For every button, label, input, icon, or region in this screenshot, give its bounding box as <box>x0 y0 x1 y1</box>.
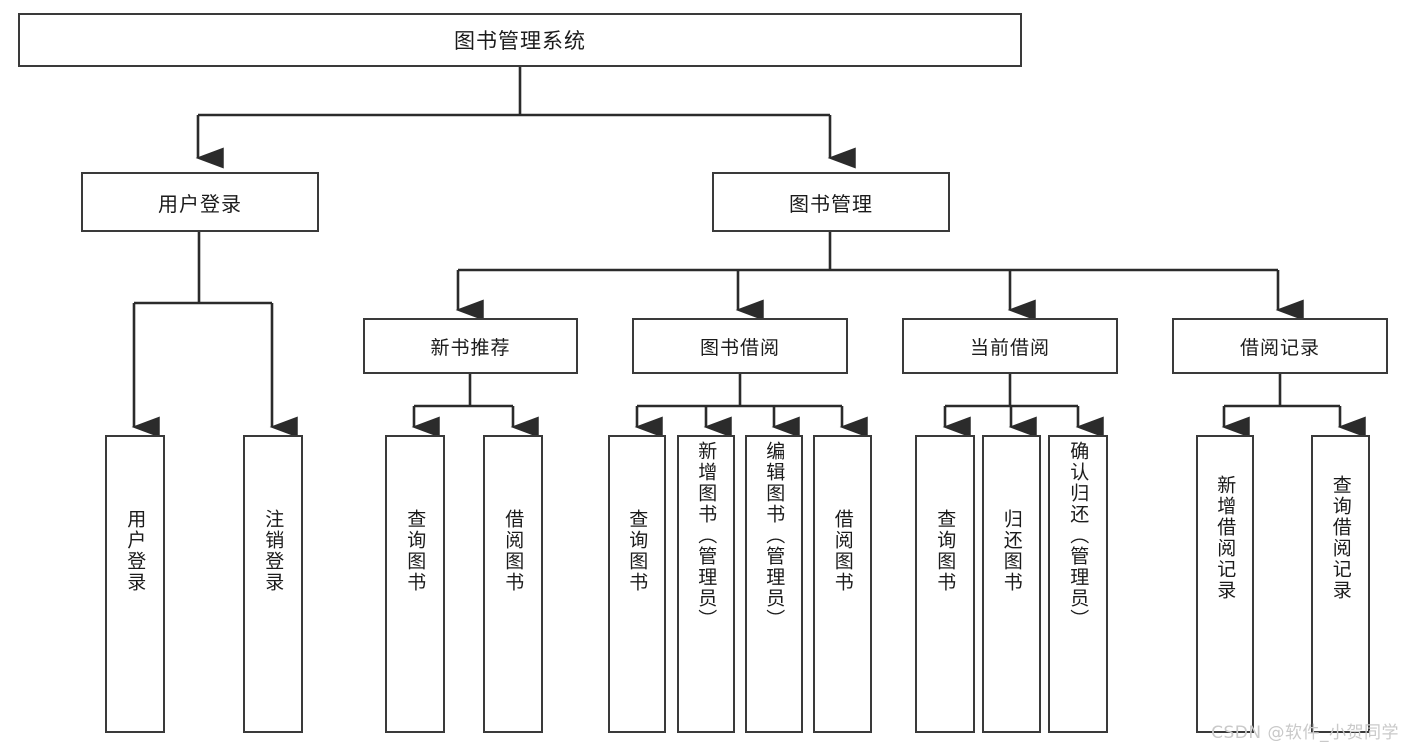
node-label: 借阅图书 <box>831 509 854 593</box>
node-label: 借阅记录 <box>1239 336 1320 359</box>
node-book-borrow[interactable]: 图书借阅 <box>632 318 848 374</box>
leaf-borrow-book[interactable]: 借阅图书 <box>813 435 872 733</box>
leaf-query-book-recommend[interactable]: 查询图书 <box>385 435 445 733</box>
node-label: 注销登录 <box>262 509 285 593</box>
node-label: 新增借阅记录 <box>1214 475 1237 601</box>
node-label: 查询图书 <box>626 509 649 593</box>
leaf-add-book-admin[interactable]: 新增图书（管理员） <box>677 435 735 733</box>
node-user-login[interactable]: 用户登录 <box>81 172 319 232</box>
node-label: 图书管理 <box>789 191 873 216</box>
node-label: 确认归还（管理员） <box>1067 441 1090 630</box>
leaf-borrow-book-recommend[interactable]: 借阅图书 <box>483 435 543 733</box>
node-label: 查询借阅记录 <box>1329 475 1352 601</box>
node-borrow-record[interactable]: 借阅记录 <box>1172 318 1388 374</box>
node-label: 查询图书 <box>934 509 957 593</box>
node-label: 查询图书 <box>404 509 427 593</box>
leaf-user-logout[interactable]: 注销登录 <box>243 435 303 733</box>
leaf-query-borrow-record[interactable]: 查询借阅记录 <box>1311 435 1370 733</box>
node-label: 当前借阅 <box>969 336 1050 359</box>
node-label: 归还图书 <box>1000 509 1023 593</box>
node-current-borrow[interactable]: 当前借阅 <box>902 318 1118 374</box>
leaf-query-book-borrow[interactable]: 查询图书 <box>608 435 666 733</box>
node-label: 用户登录 <box>124 509 147 593</box>
leaf-query-book-current[interactable]: 查询图书 <box>915 435 975 733</box>
node-label: 图书管理系统 <box>454 29 586 53</box>
node-label: 图书借阅 <box>699 336 780 359</box>
node-label: 新书推荐 <box>430 336 511 359</box>
leaf-confirm-return-admin[interactable]: 确认归还（管理员） <box>1048 435 1108 733</box>
leaf-edit-book-admin[interactable]: 编辑图书（管理员） <box>745 435 803 733</box>
node-label: 用户登录 <box>158 191 242 216</box>
leaf-return-book[interactable]: 归还图书 <box>982 435 1041 733</box>
node-label: 新增图书（管理员） <box>695 441 718 630</box>
leaf-add-borrow-record[interactable]: 新增借阅记录 <box>1196 435 1254 733</box>
node-root-book-management-system[interactable]: 图书管理系统 <box>18 13 1022 67</box>
node-label: 借阅图书 <box>502 509 525 593</box>
node-label: 编辑图书（管理员） <box>763 441 786 630</box>
node-new-book-recommend[interactable]: 新书推荐 <box>363 318 578 374</box>
node-book-management[interactable]: 图书管理 <box>712 172 950 232</box>
csdn-watermark: CSDN @软件_小贺同学 <box>1211 723 1399 743</box>
leaf-user-login[interactable]: 用户登录 <box>105 435 165 733</box>
